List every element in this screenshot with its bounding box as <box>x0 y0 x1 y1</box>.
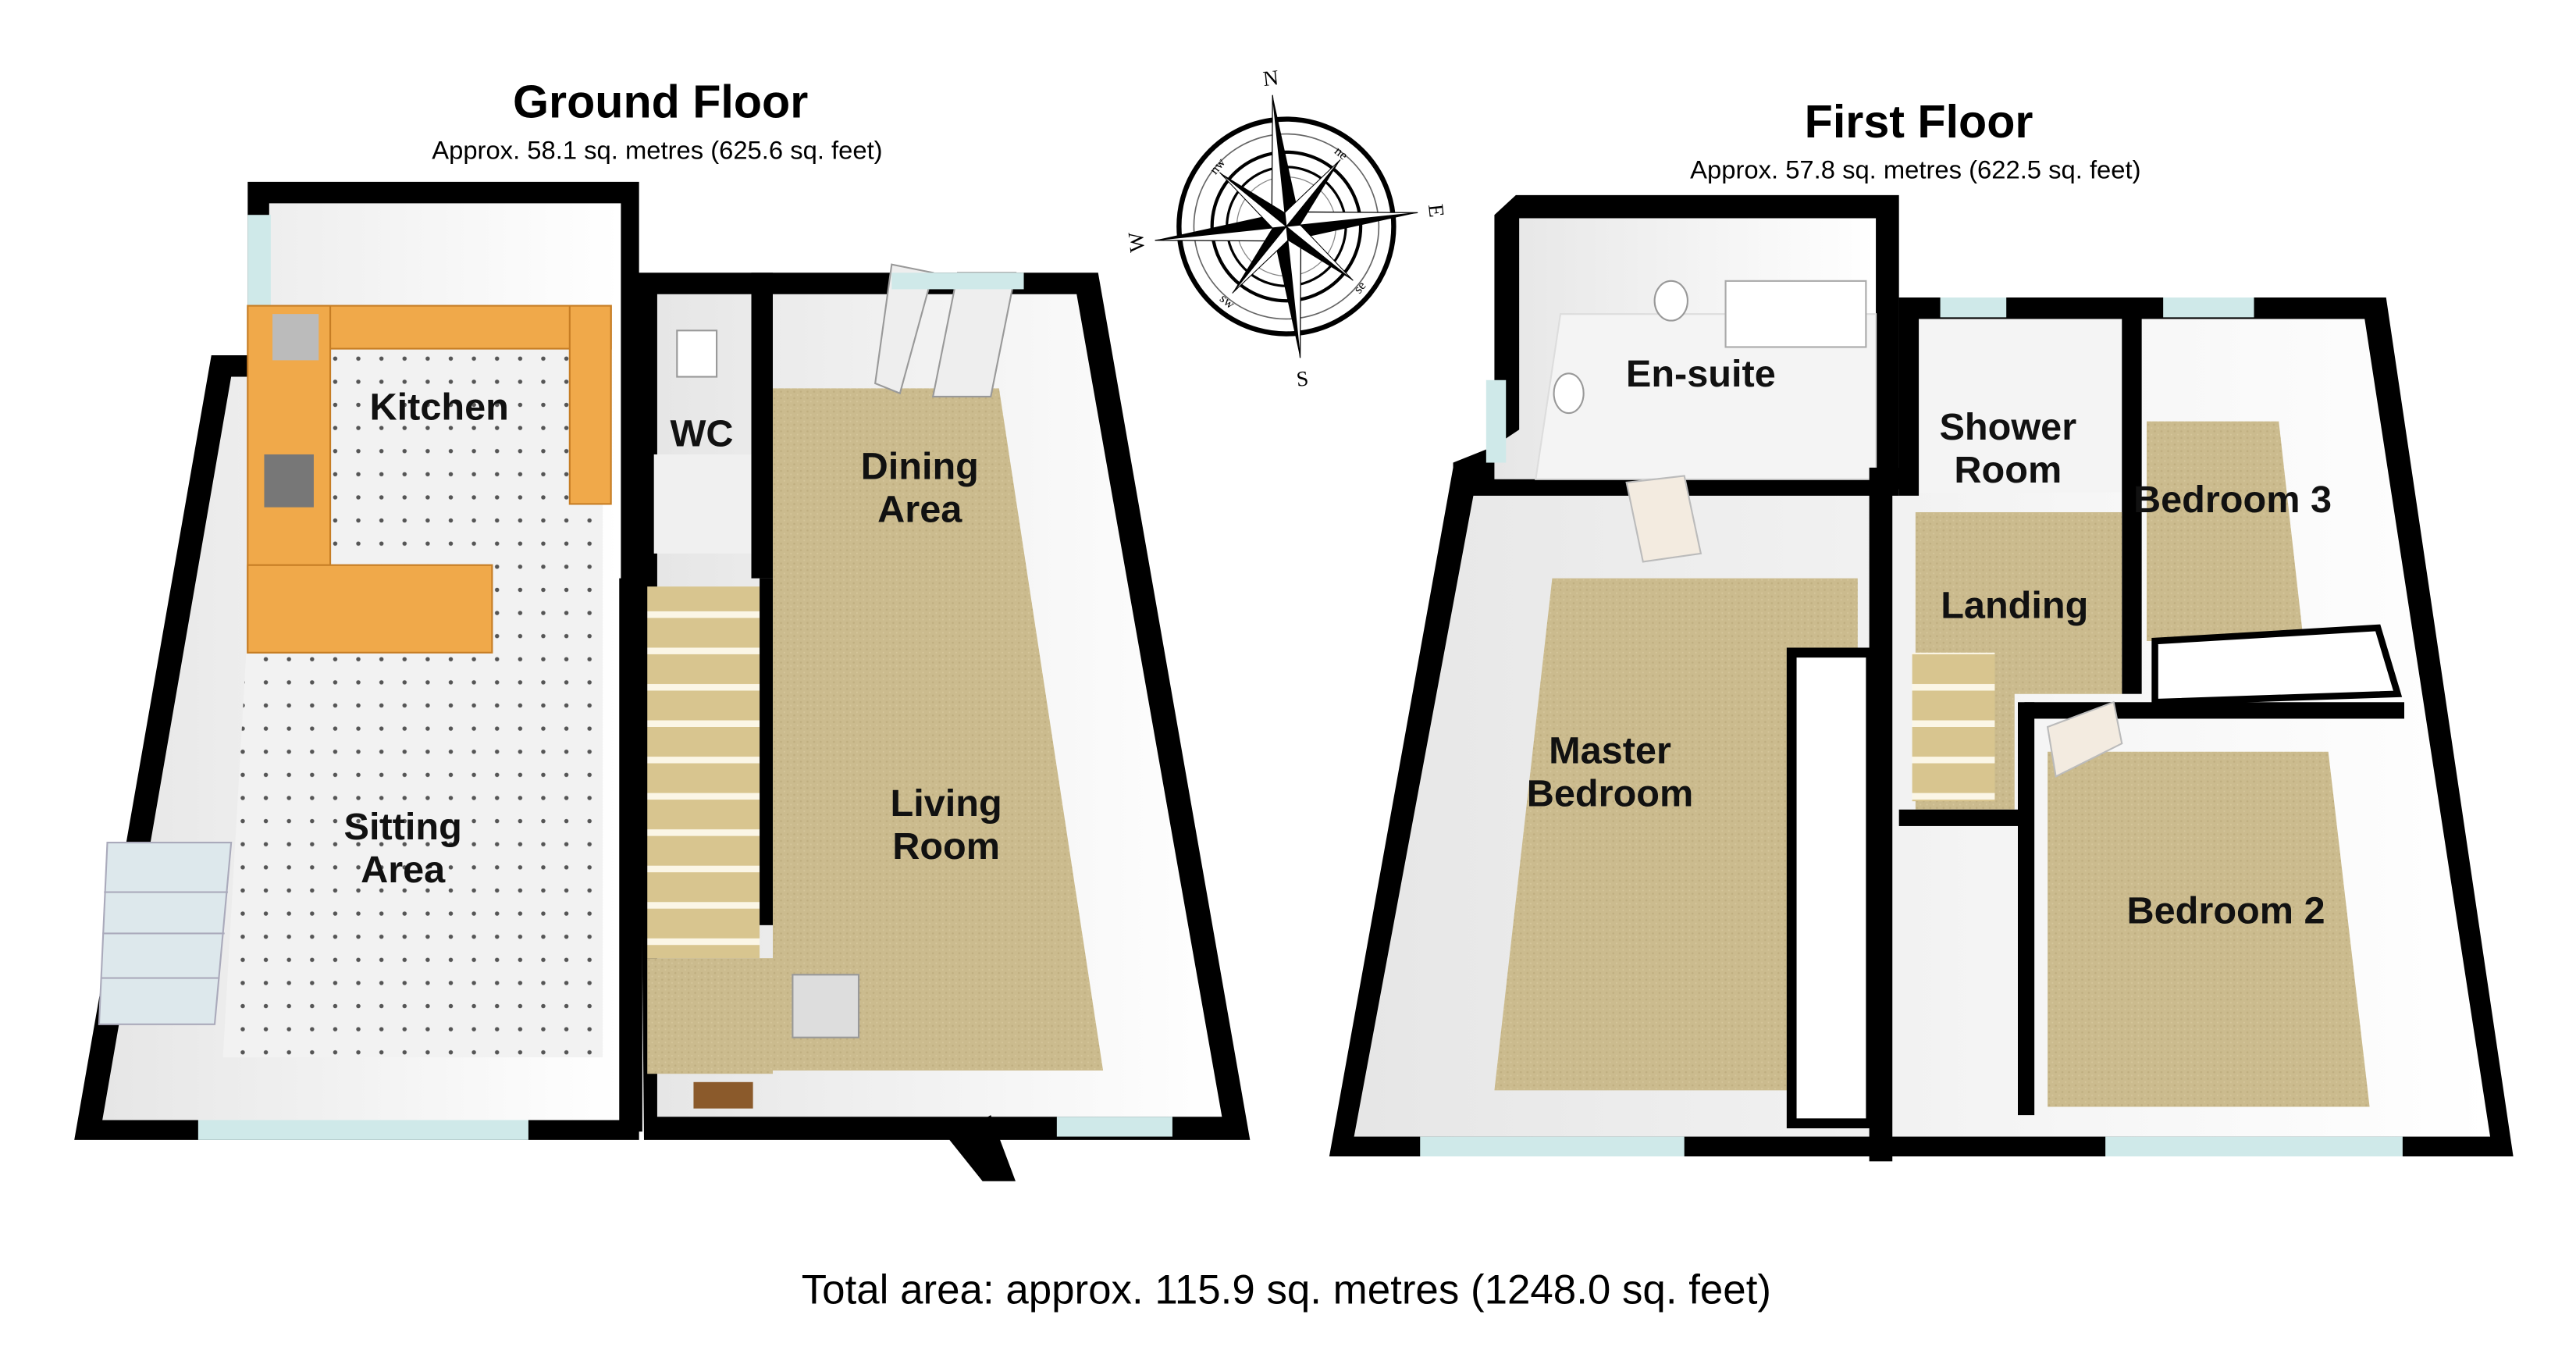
toilet-icon <box>1653 280 1688 322</box>
bedroom2-floor <box>2048 751 2370 1107</box>
window <box>2105 1136 2403 1156</box>
window <box>1420 1136 1685 1156</box>
room-label-living-2: Room <box>892 825 1000 867</box>
room-label-sitting: Sitting <box>344 806 462 848</box>
room-label-ensuite: En-suite <box>1626 353 1776 395</box>
ground-floor-title: Ground Floor <box>513 75 808 127</box>
window <box>197 1120 528 1140</box>
staircase <box>647 586 760 959</box>
living-floor <box>773 388 1104 1071</box>
sink-icon <box>272 314 319 361</box>
compass-rose: N E S W ne nw se sw <box>1123 65 1450 391</box>
room-label-living: Living <box>891 782 1002 825</box>
room-label-master: Master <box>1549 730 1671 772</box>
compass-ne: ne <box>1332 144 1350 163</box>
room-label-dining: Dining <box>861 446 979 488</box>
compass-se: se <box>1350 279 1369 297</box>
wall <box>751 273 773 579</box>
ground-floor-plan <box>74 181 1251 1181</box>
compass-n: N <box>1261 65 1279 91</box>
door <box>2046 700 2123 778</box>
wall <box>2122 297 2142 694</box>
first-floor-area: Approx. 57.8 sq. metres (622.5 sq. feet) <box>1690 155 2140 184</box>
first-floor-title: First Floor <box>1805 95 2033 148</box>
staircase <box>1912 652 1995 802</box>
total-area: Total area: approx. 115.9 sq. metres (12… <box>802 1266 1771 1313</box>
first-floor-plan <box>1329 194 2514 1162</box>
compass-w: W <box>1123 231 1150 254</box>
hob-icon <box>264 454 314 508</box>
wardrobe <box>1786 647 1877 1129</box>
door <box>1625 475 1703 563</box>
wardrobe <box>2151 624 2403 706</box>
room-label-bedroom3: Bedroom 3 <box>2133 479 2332 521</box>
room-label-shower-2: Room <box>1954 449 2062 491</box>
room-label-kitchen: Kitchen <box>370 387 509 429</box>
compass-e: E <box>1424 203 1450 219</box>
room-label-shower: Shower <box>1939 406 2076 448</box>
room-label-dining-2: Area <box>877 489 962 531</box>
room-label-landing: Landing <box>1941 584 2088 626</box>
doormat <box>693 1081 753 1109</box>
wall <box>619 578 642 1132</box>
room-label-bedroom2: Bedroom 2 <box>2127 890 2325 932</box>
room-label-sitting-2: Area <box>361 849 446 891</box>
bedroom3-floor <box>2147 421 2304 641</box>
master-floor <box>1494 578 1858 1091</box>
window <box>2163 297 2254 318</box>
window <box>1056 1117 1172 1137</box>
room-label-wc: WC <box>671 412 734 454</box>
basin-icon <box>1553 372 1585 415</box>
toilet-icon <box>676 330 718 378</box>
ground-floor-area: Approx. 58.1 sq. metres (625.6 sq. feet) <box>432 135 882 164</box>
bath-icon <box>1724 280 1867 348</box>
shower-floor <box>1915 319 2130 493</box>
wc-floor <box>653 454 753 554</box>
hall-floor <box>647 958 773 1074</box>
door <box>873 263 934 395</box>
room-label-master-2: Bedroom <box>1527 773 1694 815</box>
window <box>891 273 1024 290</box>
kitchen-counter <box>247 305 612 654</box>
window <box>1940 297 2007 318</box>
radiator <box>792 974 860 1038</box>
window <box>1485 379 1507 463</box>
compass-s: S <box>1295 365 1309 390</box>
